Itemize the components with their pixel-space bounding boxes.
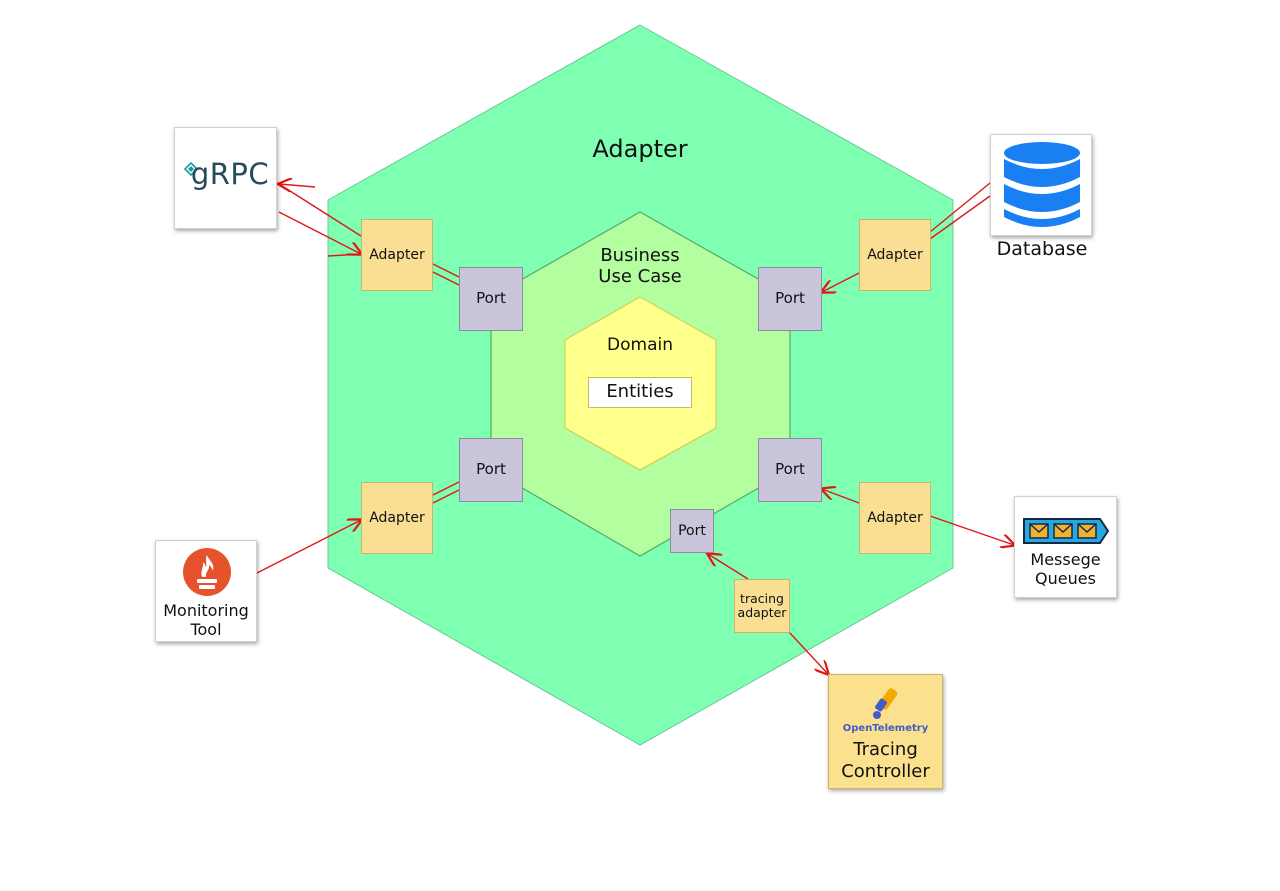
tracing-adapter-line2: adapter: [737, 605, 787, 620]
grpc-card: gRPC: [174, 127, 277, 229]
tracing-controller-label-line2: Controller: [841, 761, 930, 782]
adapter-top-right: Adapter: [859, 219, 931, 291]
database-card: [990, 134, 1092, 236]
monitoring-tool-card: Monitoring Tool: [155, 540, 257, 642]
opentelemetry-telescope-icon: [873, 688, 898, 719]
prometheus-icon: [183, 548, 231, 596]
opentelemetry-logo-text: OpenTelemetry: [842, 723, 929, 734]
message-queues-label-line2: Queues: [1035, 569, 1096, 588]
adapter-port-line-tl-2: [432, 271, 460, 286]
database-line-2: [929, 195, 991, 240]
monitoring-tool-label-line2: Tool: [190, 620, 222, 639]
message-queues-card: Messege Queues: [1014, 496, 1117, 598]
outer-layer-title: Adapter: [592, 135, 688, 163]
adapter-to-port-br-arrow: [822, 489, 860, 504]
database-icon: [1004, 142, 1080, 227]
entities-box: Entities: [588, 377, 692, 408]
port-bottom-right: Port: [758, 438, 822, 502]
port-top-right: Port: [758, 267, 822, 331]
grpc-logo: gRPC: [190, 157, 270, 191]
adapter-bottom-right: Adapter: [859, 482, 931, 554]
port-top-left: Port: [459, 267, 523, 331]
message-queues-label-line1: Messege: [1030, 550, 1101, 569]
adapter-to-port-tr-arrow: [822, 272, 860, 292]
message-queue-icon: [1023, 518, 1110, 544]
adapter-to-queues-arrow: [929, 515, 1014, 545]
grpc-diamond-icon: [184, 162, 198, 176]
tracing-adapter-to-port-arrow: [708, 554, 749, 580]
port-bottom-left: Port: [459, 438, 523, 502]
monitoring-to-adapter-arrow: [256, 520, 361, 574]
business-layer-title-line2: Use Case: [598, 266, 682, 287]
port-tracing: Port: [670, 509, 714, 553]
tracing-controller-label-line1: Tracing: [853, 739, 918, 760]
tracing-adapter-to-controller-arrow: [788, 631, 828, 674]
database-line-1: [929, 182, 991, 233]
tracing-adapter-line1: tracing: [740, 590, 784, 606]
adapter-top-left: Adapter: [361, 219, 433, 291]
grpc-arrow-out: [279, 184, 316, 187]
adapter-bottom-left: Adapter: [361, 482, 433, 554]
tracing-controller-card: OpenTelemetry Tracing Controller: [828, 674, 943, 789]
monitoring-tool-label-line1: Monitoring: [163, 601, 249, 620]
adapter-port-line-bl-2: [432, 489, 460, 504]
grpc-to-adapter-line: [278, 183, 362, 237]
adapter-port-line-tl-1: [432, 263, 460, 278]
domain-layer-title: Domain: [607, 335, 673, 355]
database-label: Database: [996, 238, 1088, 260]
grpc-arrow-in-tail: [327, 253, 362, 257]
grpc-arrow-in: [278, 211, 361, 254]
tracing-adapter: tracing adapter: [734, 579, 790, 633]
business-layer-title-line1: Business: [600, 245, 680, 266]
adapter-port-line-bl-1: [432, 481, 460, 496]
